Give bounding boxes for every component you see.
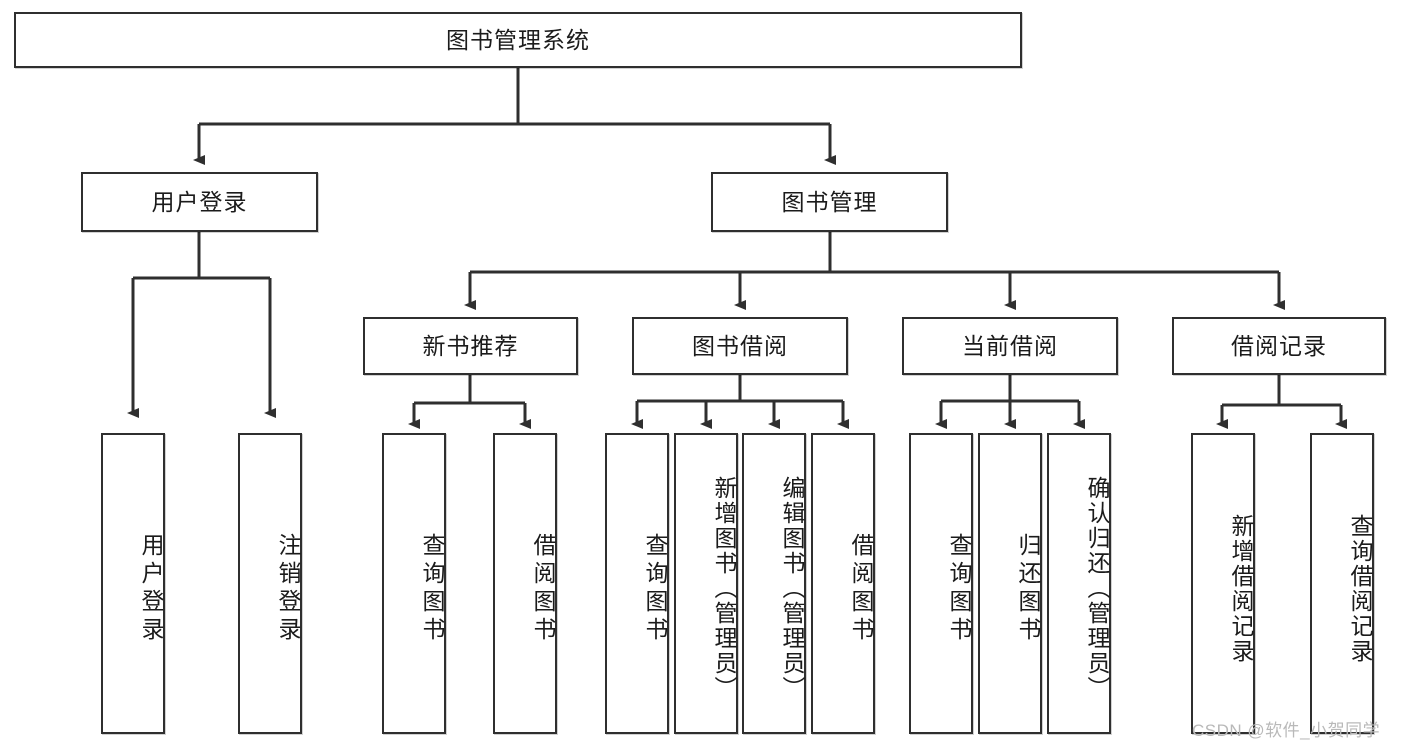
leaf-query-book-1-label: 查询图书 [419,532,445,645]
leaf-logout-login[interactable]: 注销登录 [238,433,302,734]
leaf-query-book-3-label: 查询图书 [946,532,972,645]
leaf-user-login-label: 用户登录 [138,532,164,645]
node-book-manage[interactable]: 图书管理 [711,172,948,232]
leaf-query-book-3[interactable]: 查询图书 [909,433,973,734]
leaf-edit-book-label: 编辑图书（管理员） [779,476,805,701]
leaf-add-book[interactable]: 新增图书（管理员） [674,433,738,734]
watermark-text: CSDN @软件_小贺同学 [1192,721,1381,740]
node-current-borrow-label: 当前借阅 [962,332,1058,359]
node-root[interactable]: 图书管理系统 [14,12,1022,68]
node-book-manage-label: 图书管理 [781,188,878,215]
node-borrow-record[interactable]: 借阅记录 [1172,317,1386,375]
leaf-borrow-book-1-label: 借阅图书 [530,532,556,645]
leaf-edit-book[interactable]: 编辑图书（管理员） [742,433,806,734]
node-current-borrow[interactable]: 当前借阅 [902,317,1118,375]
node-new-book-recommend[interactable]: 新书推荐 [363,317,578,375]
node-borrow-record-label: 借阅记录 [1231,332,1327,359]
node-book-borrow-label: 图书借阅 [692,332,788,359]
node-new-book-recommend-label: 新书推荐 [422,332,519,359]
leaf-return-book[interactable]: 归还图书 [978,433,1042,734]
leaf-query-record[interactable]: 查询借阅记录 [1310,433,1374,734]
leaf-user-login[interactable]: 用户登录 [101,433,165,734]
leaf-borrow-book-2[interactable]: 借阅图书 [811,433,875,734]
leaf-confirm-return-label: 确认归还（管理员） [1084,476,1110,701]
leaf-query-record-label: 查询借阅记录 [1347,513,1373,664]
leaf-query-book-2-label: 查询图书 [642,532,668,645]
leaf-confirm-return[interactable]: 确认归还（管理员） [1047,433,1111,734]
node-user-login-label: 用户登录 [151,188,248,215]
leaf-return-book-label: 归还图书 [1015,532,1041,645]
leaf-borrow-book-1[interactable]: 借阅图书 [493,433,557,734]
leaf-query-book-2[interactable]: 查询图书 [605,433,669,734]
leaf-add-book-label: 新增图书（管理员） [711,476,737,701]
node-book-borrow[interactable]: 图书借阅 [632,317,848,375]
node-user-login[interactable]: 用户登录 [81,172,318,232]
node-root-label: 图书管理系统 [446,26,590,53]
leaf-add-record-label: 新增借阅记录 [1228,513,1254,664]
leaf-borrow-book-2-label: 借阅图书 [848,532,874,645]
leaf-add-record[interactable]: 新增借阅记录 [1191,433,1255,734]
leaf-query-book-1[interactable]: 查询图书 [382,433,446,734]
leaf-logout-login-label: 注销登录 [275,532,301,645]
